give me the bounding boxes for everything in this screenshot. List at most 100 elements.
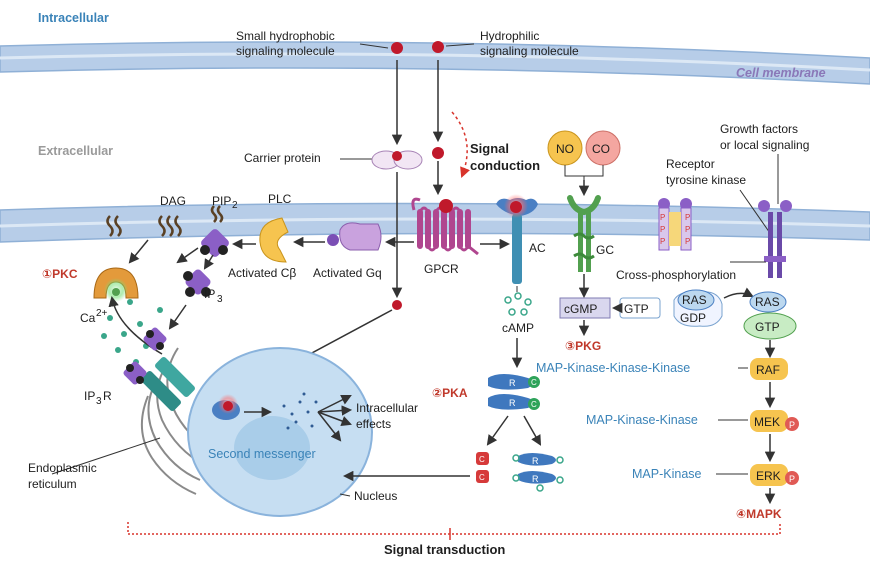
svg-text:PIP: PIP [212, 194, 231, 208]
growth-factors-label: Growth factors [720, 122, 798, 136]
calcium-label: Ca [80, 311, 96, 325]
gtp-label: GTP [624, 302, 649, 316]
top-cell-membrane [0, 41, 870, 85]
gdp-label: GDP [680, 311, 706, 325]
activated-gq [327, 222, 382, 251]
cgmp-label: cGMP [564, 302, 597, 316]
mapkkk-label: MAP-Kinase-Kinase-Kinase [536, 361, 690, 375]
phosphate-labels: P P P P P P [660, 213, 690, 246]
effect-arrows [317, 395, 353, 442]
gpcr-receptor [411, 197, 479, 256]
erk-kinase [750, 464, 799, 486]
erk-label: ERK [756, 469, 781, 483]
receptor-tk-label: Receptor [666, 157, 715, 171]
adenylate-cyclase [496, 194, 538, 284]
carrier-protein: Carrier protein [244, 150, 423, 170]
pka-regulatory-subunits [512, 453, 564, 492]
hydrophilic-molecule: Hydrophilic signaling molecule [432, 29, 579, 58]
intracellular-effects-label: Intracellular [356, 401, 418, 415]
signal-conduction-arrow [451, 111, 470, 178]
free-ligand [392, 300, 402, 310]
svg-text:P: P [660, 225, 665, 234]
no-co-gases [547, 130, 621, 190]
ip3r-label: IP [84, 389, 95, 403]
pkc-label: ①PKC [42, 267, 78, 281]
svg-text:R: R [532, 474, 539, 484]
svg-text:P: P [660, 213, 665, 222]
cgmp-box [559, 297, 611, 319]
svg-text:IP: IP [204, 287, 215, 301]
ip3-molecule: IP 3 [183, 269, 223, 305]
svg-text:effects: effects [356, 417, 391, 431]
raf-kinase [750, 358, 788, 380]
co-label: CO [592, 142, 610, 156]
no-label: NO [556, 142, 574, 156]
pkg-label: ③PKG [565, 339, 601, 353]
svg-text:Carrier protein: Carrier protein [244, 151, 321, 165]
svg-text:signaling molecule: signaling molecule [480, 44, 579, 58]
hydrophilic-ligand-mid [432, 147, 444, 159]
gpcr-label: GPCR [424, 262, 459, 276]
mek-kinase [750, 410, 799, 432]
ras-gtp [743, 291, 797, 340]
svg-text:P: P [789, 420, 795, 430]
ras-label-1: RAS [682, 293, 707, 307]
svg-text:C: C [531, 378, 537, 387]
pip2-molecule: PIP 2 [200, 194, 238, 257]
gtp-label-2: GTP [755, 320, 780, 334]
guanylate-cyclase [567, 195, 601, 272]
signal-conduction-label: Signal [470, 141, 509, 156]
svg-text:R: R [103, 389, 112, 403]
svg-text:DAG: DAG [160, 194, 186, 208]
mapk-kinase-label: MAP-Kinase [632, 467, 702, 481]
svg-text:Small hydrophobic: Small hydrophobic [236, 29, 335, 43]
camp-particles [504, 292, 532, 316]
ras-gdp [673, 289, 723, 327]
cross-phosphorylation-label: Cross-phosphorylation [616, 268, 736, 282]
nucleus [187, 347, 373, 517]
second-messenger-label: Second messenger [208, 447, 316, 461]
svg-text:R: R [509, 398, 516, 408]
svg-text:C: C [479, 455, 485, 464]
second-messenger-complex [212, 394, 240, 420]
svg-text:P: P [660, 237, 665, 246]
svg-text:reticulum: reticulum [28, 477, 77, 491]
effect-particles [282, 392, 318, 430]
svg-text:signaling molecule: signaling molecule [236, 44, 335, 58]
region-intracellular: Intracellular [38, 11, 109, 25]
svg-text:Hydrophilic: Hydrophilic [480, 29, 539, 43]
ip3r-channel [123, 327, 195, 411]
dag-molecule: DAG [158, 194, 186, 237]
svg-text:P: P [685, 225, 690, 234]
mek-label: MEK [754, 415, 780, 429]
camp-label: cAMP [502, 321, 534, 335]
svg-text:tyrosine kinase: tyrosine kinase [666, 173, 746, 187]
svg-text:C: C [479, 473, 485, 482]
svg-text:2+: 2+ [96, 308, 108, 319]
ac-label: AC [529, 241, 546, 255]
svg-text:conduction: conduction [470, 158, 540, 173]
svg-text:R: R [532, 456, 539, 466]
plc-enzyme: PLC [259, 192, 292, 263]
svg-text:PLC: PLC [268, 192, 292, 206]
raf-label: RAF [756, 363, 780, 377]
signal-transduction-bracket [127, 522, 781, 540]
mapkk-label: MAP-Kinase-Kinase [586, 413, 698, 427]
svg-text:P: P [789, 474, 795, 484]
svg-text:3: 3 [217, 294, 223, 305]
gc-label: GC [596, 243, 614, 257]
activated-gq-label: Activated Gq [313, 266, 382, 280]
receptor-tyrosine-kinase-inactive [658, 198, 692, 251]
receptor-tyrosine-kinase-active [758, 200, 792, 278]
mapk-label: ④MAPK [736, 507, 782, 521]
svg-text:P: P [685, 213, 690, 222]
pka-complex [488, 374, 540, 410]
region-extracellular: Extracellular [38, 144, 113, 158]
svg-text:or local signaling: or local signaling [720, 138, 809, 152]
signal-transduction-label: Signal transduction [384, 542, 505, 557]
svg-text:3: 3 [96, 396, 102, 407]
pka-catalytic-subunits [476, 452, 489, 483]
svg-text:C: C [531, 400, 537, 409]
svg-text:P: P [685, 237, 690, 246]
